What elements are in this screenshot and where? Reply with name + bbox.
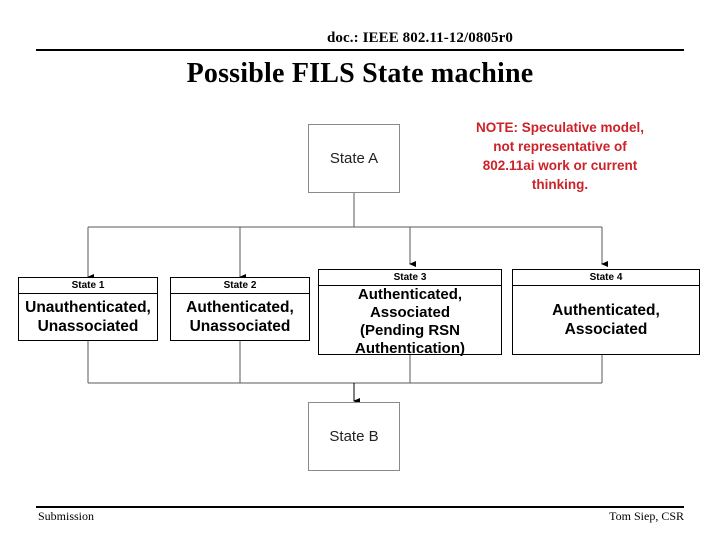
state-1-line-1: Unauthenticated, (25, 299, 151, 316)
state-node-3[interactable]: State 3 Authenticated, Associated (Pendi… (318, 269, 502, 358)
state-node-a[interactable]: State A (308, 124, 400, 193)
state-node-4[interactable]: State 4 Authenticated, Associated (512, 269, 700, 355)
note-line-1: NOTE: Speculative model, (475, 120, 645, 135)
note-line-4: thinking. (531, 177, 589, 192)
state-node-b[interactable]: State B (308, 402, 400, 471)
footer-author: Tom Siep, CSR (609, 509, 684, 523)
document-id: doc.: IEEE 802.11-12/0805r0 (326, 30, 514, 46)
state-node-2[interactable]: State 2 Authenticated, Unassociated (170, 277, 310, 341)
note-line-3: 802.11ai work or current (482, 158, 638, 173)
state-4-line-2: Associated (564, 321, 648, 338)
document-header: doc.: IEEE 802.11-12/0805r0 (0, 30, 720, 47)
page-title: Possible FILS State machine (186, 58, 534, 89)
state-3-line-3: (Pending RSN (360, 322, 460, 339)
state-4-body: Authenticated, Associated (513, 286, 699, 354)
state-1-line-2: Unassociated (37, 318, 139, 335)
header-divider (36, 49, 684, 51)
state-b-label: State B (329, 428, 379, 445)
footer-divider (36, 506, 684, 508)
speculative-note: NOTE: Speculative model, not representat… (438, 118, 682, 194)
state-3-body: Authenticated, Associated (Pending RSN A… (319, 286, 501, 358)
state-3-line-2: Associated (369, 304, 451, 321)
state-1-body: Unauthenticated, Unassociated (19, 294, 157, 340)
state-2-line-2: Unassociated (189, 318, 291, 335)
state-4-caption: State 4 (513, 270, 699, 286)
state-3-line-1: Authenticated, (357, 286, 463, 303)
state-2-line-1: Authenticated, (186, 299, 294, 316)
note-line-2: not representative of (493, 139, 627, 154)
state-a-label: State A (329, 150, 379, 167)
state-2-body: Authenticated, Unassociated (171, 294, 309, 340)
state-3-line-4: Authentication) (355, 340, 465, 357)
state-3-caption: State 3 (319, 270, 501, 286)
state-node-1[interactable]: State 1 Unauthenticated, Unassociated (18, 277, 158, 341)
state-1-caption: State 1 (19, 278, 157, 294)
footer-submission: Submission (38, 509, 95, 523)
state-2-caption: State 2 (171, 278, 309, 294)
state-4-line-1: Authenticated, (552, 302, 660, 319)
